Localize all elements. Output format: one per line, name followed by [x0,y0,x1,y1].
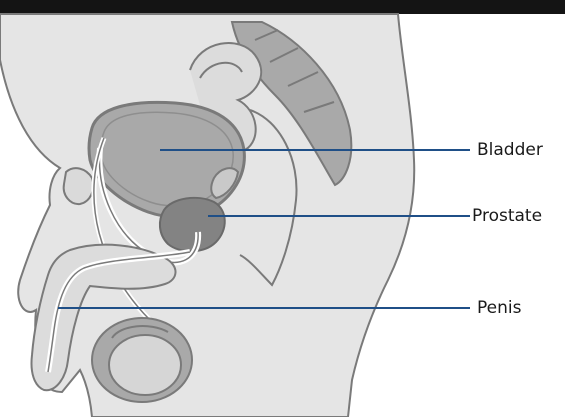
bladder-label: Bladder [477,140,543,160]
prostate-label: Prostate [472,206,542,226]
testis [109,335,181,395]
top-band [0,0,565,14]
pubic-bone [64,168,94,204]
prostate [160,198,225,251]
penis-label: Penis [477,298,522,318]
